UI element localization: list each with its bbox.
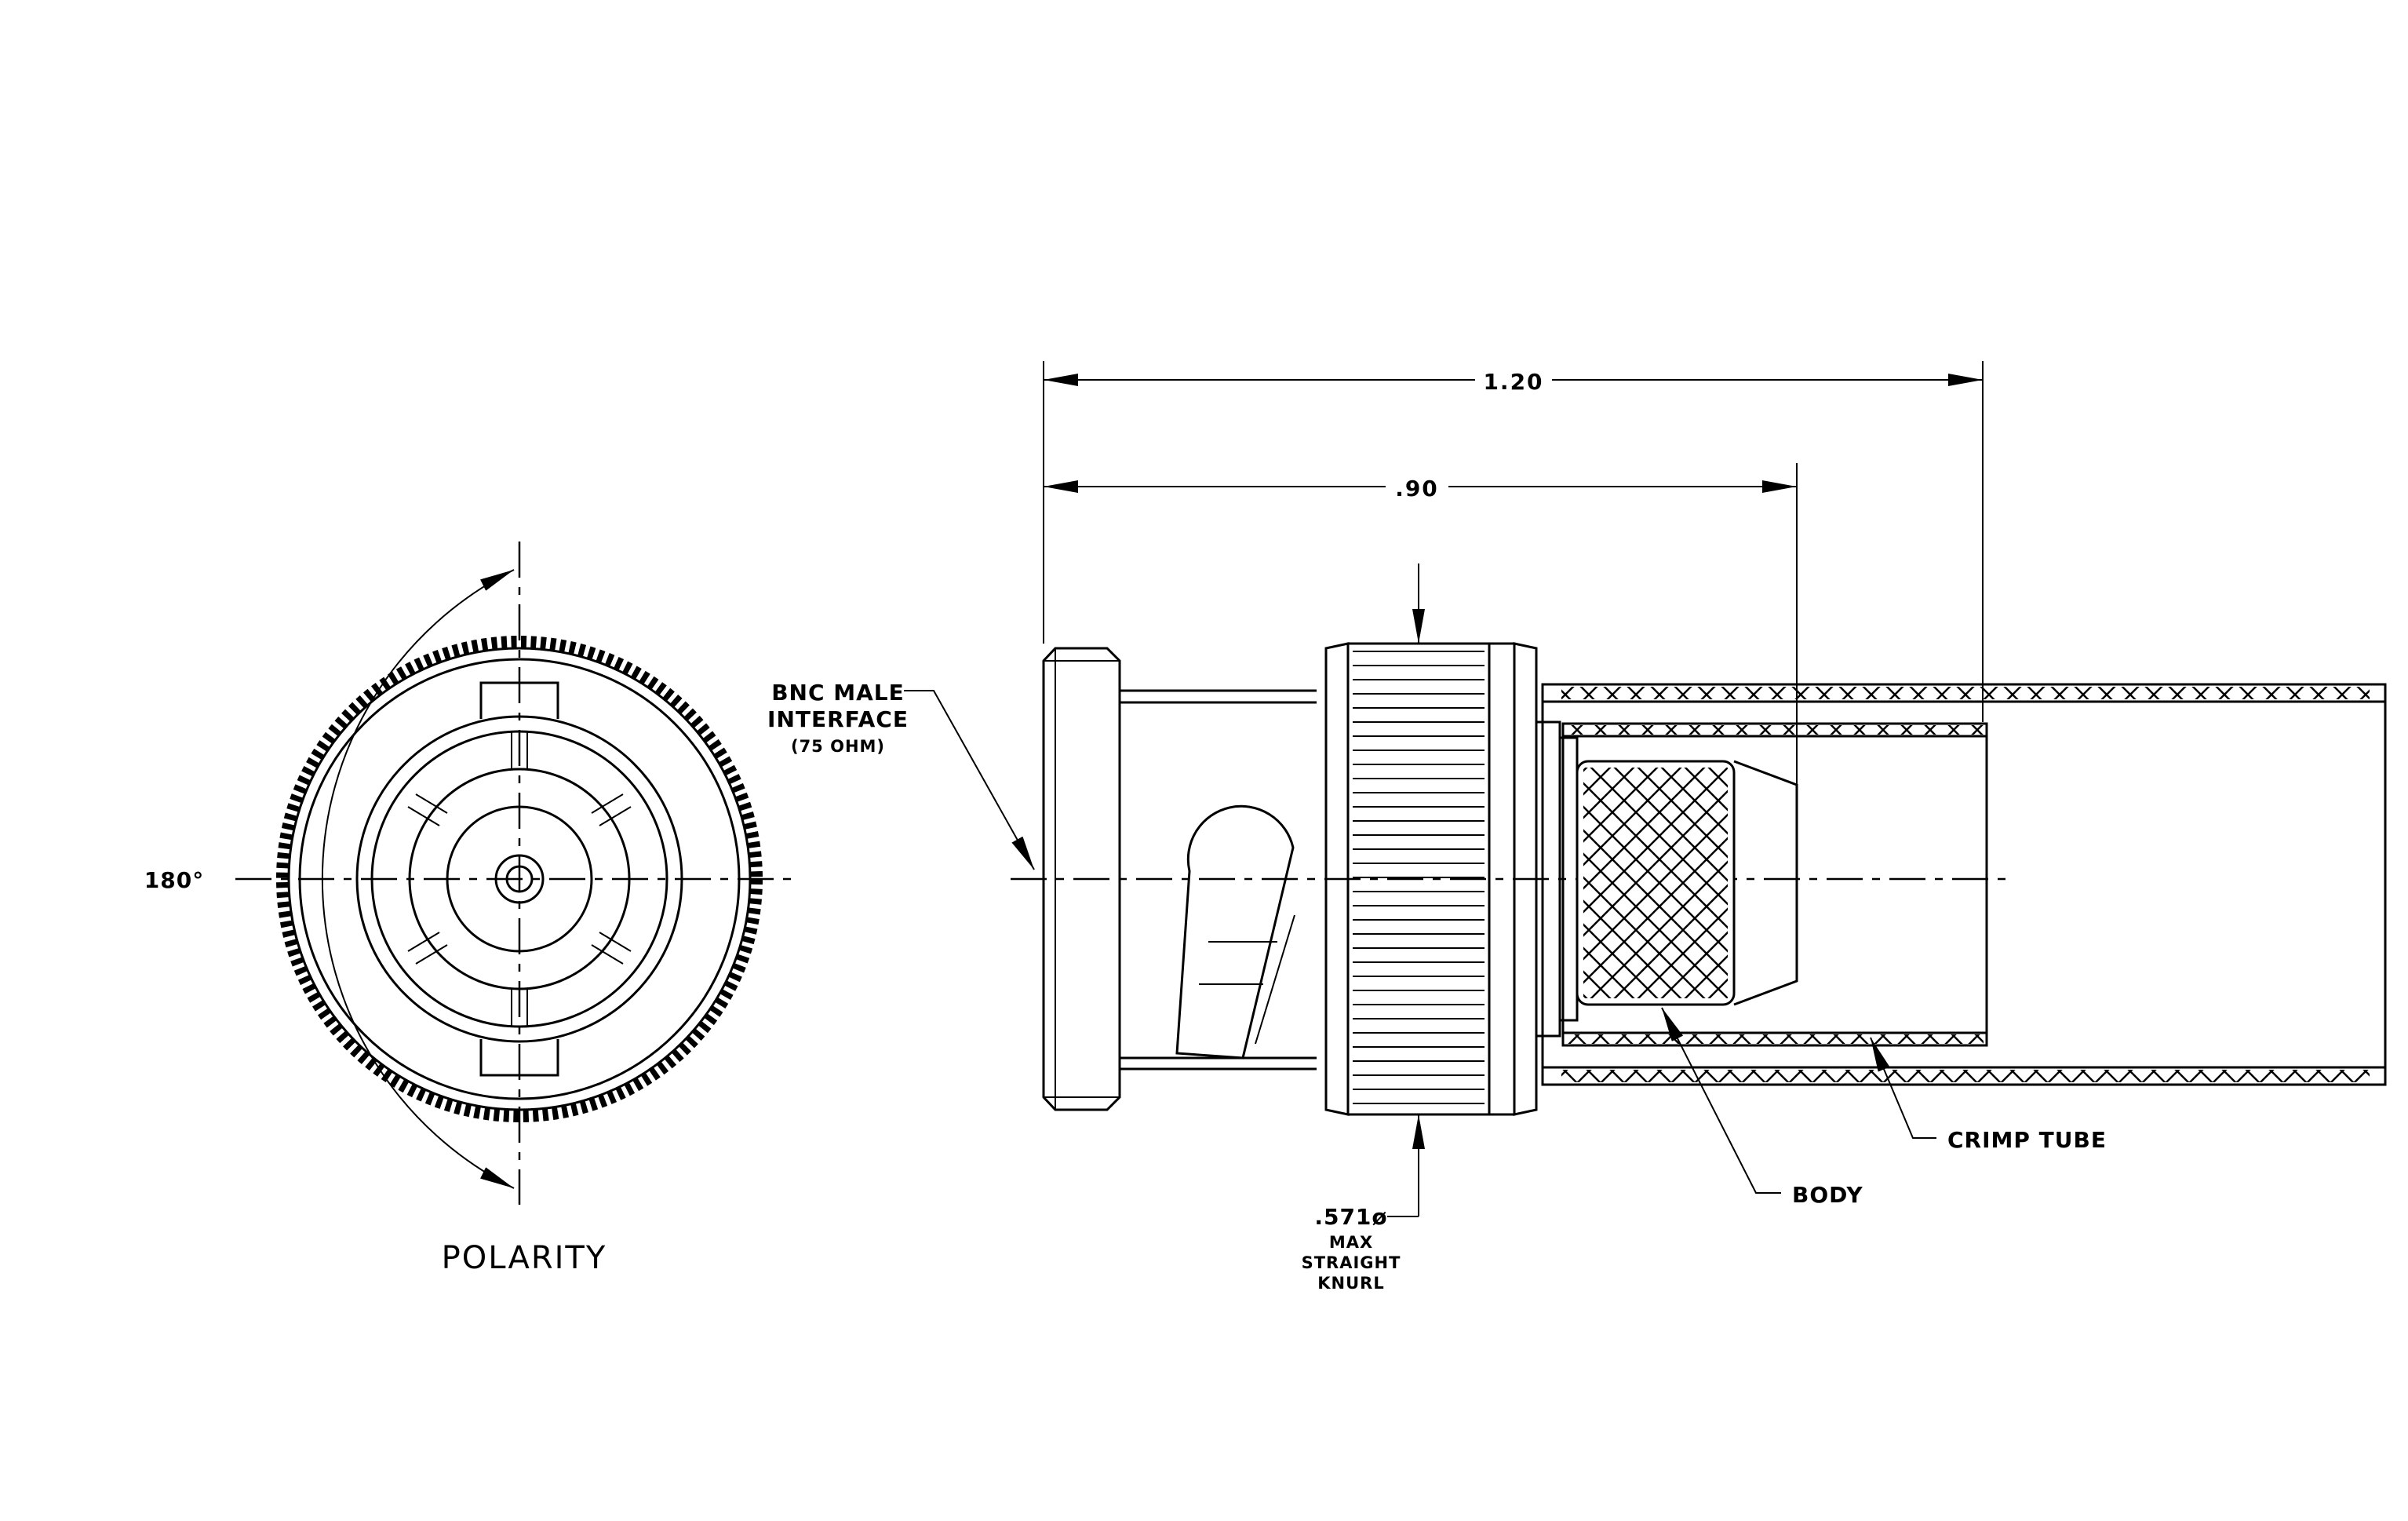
front-flange — [1042, 647, 1121, 1111]
polarity-end-view: 180° POLARITY — [143, 542, 800, 1276]
outer-ring — [287, 647, 752, 1111]
knurl-note-line-1: MAX — [1329, 1233, 1373, 1252]
dimensions: 1.20 .90 .571ø MAX STRAIGHT KNURL — [1043, 361, 1984, 1293]
bayonet-slot — [1175, 804, 1295, 1060]
body-leader — [1661, 1007, 1781, 1194]
body-knurl — [1576, 760, 1798, 1006]
rotation-arc — [321, 569, 515, 1189]
dim-body-length: .90 — [1395, 476, 1439, 502]
polarity-title: POLARITY — [442, 1240, 607, 1276]
ring-2 — [298, 658, 741, 1100]
knurl-note-line-3: KNURL — [1317, 1274, 1384, 1293]
crimp-tube-leader — [1870, 1037, 1936, 1139]
interface-callout-line-3: (75 OHM) — [791, 737, 885, 756]
knurl-teeth — [276, 636, 763, 1122]
knurl-diameter: .571ø — [1314, 1204, 1387, 1230]
ring-3 — [355, 715, 683, 1043]
angle-label: 180° — [144, 867, 204, 893]
callouts: BNC MALE INTERFACE (75 OHM) BODY CRIMP T… — [767, 680, 2107, 1208]
body-callout: BODY — [1792, 1182, 1863, 1208]
angle-label-bg — [143, 859, 207, 897]
coupling-barrel — [1120, 689, 1317, 1071]
ring-6 — [446, 805, 593, 953]
ring-4 — [370, 730, 668, 1028]
interface-leader — [904, 690, 1035, 870]
crimp-tube-callout: CRIMP TUBE — [1947, 1127, 2107, 1153]
knurl-note-line-2: STRAIGHT — [1302, 1253, 1401, 1272]
connector-side-view — [1011, 642, 2387, 1116]
interface-callout-line-1: BNC MALE — [771, 680, 905, 706]
ring-5 — [408, 768, 631, 990]
interface-callout-line-2: INTERFACE — [767, 706, 909, 732]
dim-overall-length: 1.20 — [1483, 369, 1543, 395]
crimp-tube — [1541, 683, 2387, 1086]
